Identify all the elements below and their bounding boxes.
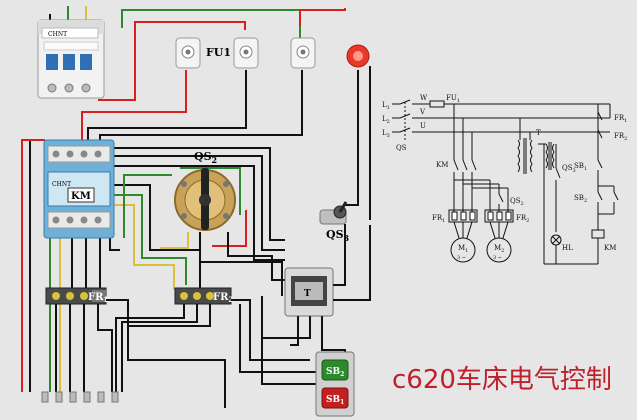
breaker-lever-3[interactable]: [80, 54, 92, 70]
label-qs3: QS3: [562, 164, 576, 174]
label-w: W: [420, 94, 428, 102]
label-m1: M1: [458, 244, 468, 254]
label-m2-phase: 3 ~: [493, 255, 502, 261]
label-sb1: SB1: [574, 162, 587, 172]
breaker-brand-label: CHNT: [48, 31, 67, 38]
label-hl: HL: [562, 244, 573, 252]
sb2-label: SB2: [326, 367, 344, 378]
label-fr1-bot: FR1: [432, 214, 445, 224]
motor-m1-symbol: [450, 237, 476, 263]
transformer: T: [284, 267, 334, 317]
fuse-1: [175, 37, 201, 69]
contactor-wires: [21, 139, 285, 392]
label-u: U: [420, 122, 426, 130]
qs2-label: QS2: [194, 150, 217, 165]
toggle-switch-qs3[interactable]: [319, 201, 348, 225]
lower-wires: [21, 299, 320, 408]
label-l1: L1: [382, 101, 390, 111]
push-button-station: [315, 351, 355, 417]
label-fr2-top: FR2: [614, 132, 627, 142]
label-fr2-bot: FR2: [516, 214, 529, 224]
fu1-label: FU1: [206, 46, 231, 59]
label-km-left: KM: [436, 161, 448, 169]
label-km-coil: KM: [604, 244, 616, 252]
thermal-relay-fr1: [45, 287, 107, 305]
circuit-breaker: CHNT: [37, 19, 105, 99]
label-m1-phase: 3 ~: [457, 255, 466, 261]
label-fu1: FU1: [446, 94, 460, 104]
motor-m2-symbol: [486, 237, 512, 263]
terminal-block: [41, 391, 119, 403]
qs2-wires: [123, 167, 285, 296]
label-t: T: [536, 129, 541, 137]
schematic-labels: L1 L2 L3 QS W V U FU1 FR1 FR2 KM QS2 T Q…: [382, 94, 627, 261]
fuse-3: [290, 37, 316, 69]
diagram-title: c620车床电气控制: [392, 365, 612, 395]
km-label: KM: [71, 191, 91, 202]
rotary-switch-qs2[interactable]: [174, 168, 236, 231]
sb1-label: SB1: [326, 395, 344, 406]
label-v: V: [419, 108, 426, 116]
label-l2: L2: [382, 115, 390, 125]
breaker-lever-1[interactable]: [46, 54, 58, 70]
thermal-relay-fr2: [174, 287, 232, 305]
contactor-km: CHNT KM: [43, 139, 115, 239]
fuse-2: [233, 37, 259, 69]
sb1-button[interactable]: [321, 387, 349, 409]
indicator-lamp: [346, 44, 370, 68]
fr1-label: FR1: [88, 292, 108, 304]
contactor-brand-label: CHNT: [52, 181, 71, 188]
qs3-label: QS3: [326, 228, 350, 243]
label-qs: QS: [396, 144, 407, 152]
breaker-lever-2[interactable]: [63, 54, 75, 70]
schematic: [392, 99, 619, 265]
sb2-button[interactable]: [321, 359, 349, 381]
transformer-t-label: T: [304, 289, 311, 299]
label-qs2: QS2: [510, 197, 524, 207]
label-sb2: SB2: [574, 194, 587, 204]
fr2-label: FR2: [213, 292, 233, 304]
label-m2: M2: [494, 244, 504, 254]
label-l3: L3: [382, 129, 390, 139]
label-fr1-top: FR1: [614, 114, 627, 124]
fuse-fu1-group: FU1: [175, 37, 316, 69]
transformer-wires: [261, 224, 371, 360]
